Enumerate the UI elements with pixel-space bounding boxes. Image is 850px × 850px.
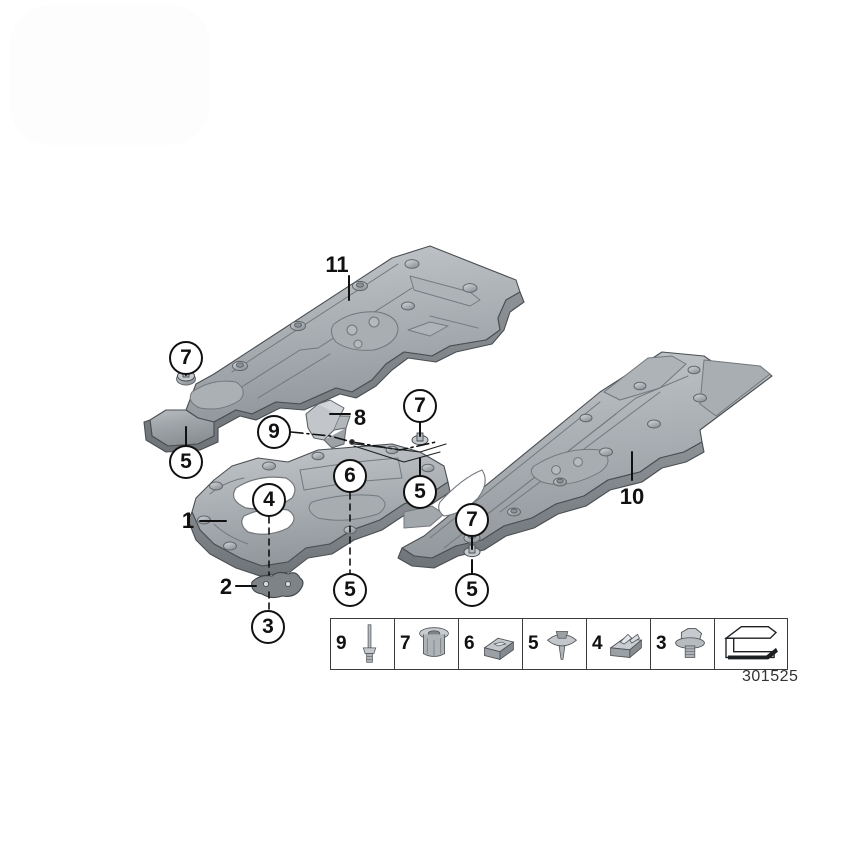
spring-nut-icon xyxy=(604,619,648,669)
label-part-10: 10 xyxy=(619,484,645,509)
blind-rivet-icon xyxy=(348,619,392,669)
legend-number-6: 6 xyxy=(464,633,475,654)
callout-5-upper-left[interactable]: 5 xyxy=(169,445,203,479)
part-11-underbody-panel-left xyxy=(143,245,525,453)
callout-6-center[interactable]: 6 xyxy=(333,459,367,493)
rivet-marker-9 xyxy=(349,439,355,445)
legend-number-5: 5 xyxy=(528,633,539,654)
legend-number-4: 4 xyxy=(592,633,603,654)
label-part-8: 8 xyxy=(353,405,367,430)
expanding-rivet-icon xyxy=(540,619,584,669)
callout-5-center-lower[interactable]: 5 xyxy=(333,573,367,607)
label-part-11: 11 xyxy=(325,252,349,277)
clip-nut-icon xyxy=(476,619,520,669)
legend-number-9: 9 xyxy=(336,633,347,654)
legend-cell-5[interactable]: 5 xyxy=(523,619,587,669)
hex-flange-bolt-icon xyxy=(668,619,712,669)
legend-cell-section-arrow[interactable] xyxy=(715,619,787,669)
part-8-mounting-bracket xyxy=(305,399,351,449)
legend-cell-9[interactable]: 9 xyxy=(331,619,395,669)
legend-cell-6[interactable]: 6 xyxy=(459,619,523,669)
label-part-2: 2 xyxy=(219,574,233,599)
callout-3-lower-left[interactable]: 3 xyxy=(251,610,285,644)
section-arrow-icon xyxy=(719,619,783,669)
bracket-attach-lines xyxy=(353,443,447,463)
callout-9-bracket[interactable]: 9 xyxy=(257,415,291,449)
callout-5-mid[interactable]: 5 xyxy=(403,475,437,509)
legend-number-7: 7 xyxy=(400,633,411,654)
legend-cell-3[interactable]: 3 xyxy=(651,619,715,669)
label-part-1: 1 xyxy=(181,508,195,533)
threaded-insert-icon xyxy=(412,619,456,669)
callout-7-upper-left[interactable]: 7 xyxy=(169,341,203,375)
callout-7-mid[interactable]: 7 xyxy=(403,389,437,423)
fastener-legend: 9 7 xyxy=(330,618,788,670)
callout-4-center[interactable]: 4 xyxy=(252,483,286,517)
legend-cell-7[interactable]: 7 xyxy=(395,619,459,669)
legend-number-3: 3 xyxy=(656,633,667,654)
drawing-number: 301525 xyxy=(742,668,799,685)
part-2-reinforcement-plate xyxy=(251,571,304,599)
callout-7-right[interactable]: 7 xyxy=(455,503,489,537)
part-10-underbody-panel-right xyxy=(397,351,773,569)
legend-cell-4[interactable]: 4 xyxy=(587,619,651,669)
callout-5-right[interactable]: 5 xyxy=(455,573,489,607)
